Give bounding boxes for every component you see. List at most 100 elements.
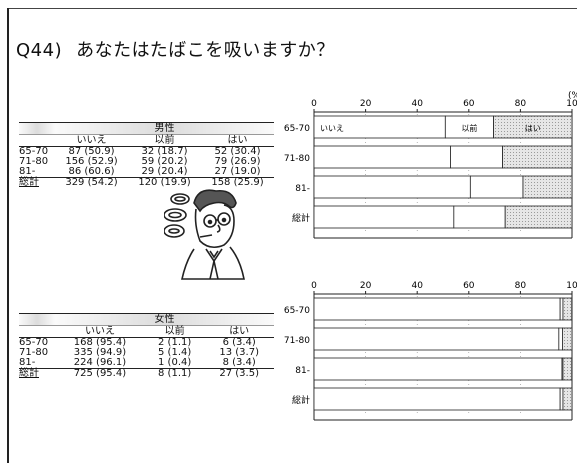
bar-segment (313, 175, 471, 199)
bar-segment (558, 327, 563, 351)
category-label: 81- (295, 184, 310, 194)
table-cell: 52 (30.4) (214, 146, 261, 157)
x-axis-unit: (% (568, 91, 577, 101)
table-cell: 86 (60.6) (68, 166, 115, 177)
female-col-header: 以前 (144, 325, 205, 338)
bar-segment (313, 205, 455, 229)
category-label: 総計 (292, 394, 310, 406)
question-text: あなたはたばこを吸いますか？ (76, 40, 335, 61)
table-cell: 27 (19.0) (214, 166, 261, 177)
male-table: 男性 いいえ 以前 はい 65-70 87 (50.9) 32 (18.7) 5… (19, 122, 274, 188)
table-cell: 329 (54.2) (55, 177, 128, 188)
bar-segment (450, 145, 503, 169)
table-row: 81- 86 (60.6) 29 (20.4) 27 (19.0) (19, 167, 274, 178)
x-tick-label: 40 (411, 99, 423, 109)
category-label: 71-80 (284, 154, 310, 164)
female-col-header: はい (204, 325, 274, 338)
x-tick-label: 10 (566, 281, 577, 291)
table-cell: 335 (94.9) (73, 347, 127, 358)
bar-segment (313, 297, 561, 321)
bar-segment (313, 327, 560, 351)
bar-segment (562, 357, 573, 381)
female-table-header-row: いいえ 以前 はい (19, 325, 274, 338)
question-title: Q44) あなたはたばこを吸いますか？ (16, 36, 335, 62)
category-label: 71-80 (284, 336, 310, 346)
table-row: 65-70 87 (50.9) 32 (18.7) 52 (30.4) (19, 147, 274, 158)
table-cell: 27 (3.5) (204, 368, 274, 379)
table-cell: 8 (1.1) (144, 368, 205, 379)
male-group-label: 男性 (55, 122, 274, 135)
category-label: 65-70 (284, 306, 310, 316)
row-label: 71-80 (19, 156, 49, 167)
table-cell: 5 (1.4) (158, 347, 192, 358)
row-label: 65-70 (19, 146, 49, 157)
female-col-header: いいえ (55, 325, 145, 338)
male-table-group-row: 男性 (19, 122, 274, 135)
female-group-label: 女性 (55, 313, 274, 326)
table-cell: 59 (20.2) (141, 156, 188, 167)
frame-top-border (7, 8, 577, 9)
x-tick-label: 20 (360, 281, 372, 291)
table-cell: 8 (3.4) (222, 357, 256, 368)
male-col-header: はい (201, 134, 274, 147)
row-label: 65-70 (19, 337, 49, 348)
table-row: 71-80 335 (94.9) 5 (1.4) 13 (3.7) (19, 348, 274, 358)
table-row: 81- 224 (96.1) 1 (0.4) 8 (3.4) (19, 358, 274, 369)
bar-segment (562, 297, 573, 321)
table-cell: 158 (25.9) (201, 177, 274, 188)
category-label: 81- (295, 366, 310, 376)
x-tick-label: 60 (463, 99, 475, 109)
bar-segment (502, 145, 573, 169)
male-table-header-row: いいえ 以前 はい (19, 134, 274, 147)
x-tick-label: 20 (360, 99, 372, 109)
question-number: Q44) (16, 40, 63, 61)
segment-label: 以前 (461, 123, 477, 133)
table-row: 71-80 156 (52.9) 59 (20.2) 79 (26.9) (19, 157, 274, 167)
table-cell: 13 (3.7) (219, 347, 259, 358)
bar-segment (493, 115, 573, 139)
bar-segment (313, 387, 561, 411)
x-tick-label: 10 (566, 99, 577, 109)
row-label: 総計 (19, 177, 55, 188)
row-label: 総計 (19, 368, 55, 379)
table-cell: 2 (1.1) (158, 337, 192, 348)
row-label: 81- (19, 357, 36, 368)
bar-segment (562, 327, 573, 351)
x-tick-label: 0 (311, 99, 317, 109)
bar-segment (562, 387, 573, 411)
table-cell: 6 (3.4) (222, 337, 256, 348)
x-tick-label: 80 (515, 99, 527, 109)
frame-left-border (7, 8, 9, 463)
table-cell: 120 (19.9) (128, 177, 201, 188)
table-row-total: 総計 725 (95.4) 8 (1.1) 27 (3.5) (19, 368, 274, 379)
category-label: 65-70 (284, 124, 310, 134)
bar-segment (469, 175, 524, 199)
table-cell: 29 (20.4) (141, 166, 188, 177)
table-cell: 224 (96.1) (73, 357, 127, 368)
bar-segment (313, 357, 563, 381)
table-cell: 1 (0.4) (158, 357, 192, 368)
row-label: 71-80 (19, 347, 49, 358)
table-cell: 156 (52.9) (65, 156, 118, 167)
bar-segment (559, 297, 564, 321)
table-cell: 32 (18.7) (141, 146, 188, 157)
female-table-group-row: 女性 (19, 313, 274, 326)
bar-segment (313, 145, 451, 169)
table-row: 65-70 168 (95.4) 2 (1.1) 6 (3.4) (19, 338, 274, 349)
table-cell: 725 (95.4) (55, 368, 145, 379)
table-cell: 168 (95.4) (73, 337, 127, 348)
row-label: 81- (19, 166, 36, 177)
female-table: 女性 いいえ 以前 はい 65-70 168 (95.4) 2 (1.1) 6 … (19, 313, 274, 379)
x-tick-label: 60 (463, 281, 475, 291)
bar-segment (522, 175, 573, 199)
table-cell: 79 (26.9) (214, 156, 261, 167)
x-tick-label: 40 (411, 281, 423, 291)
bar-segment (559, 387, 564, 411)
smoking-man-illustration (164, 189, 245, 280)
male-col-header: いいえ (55, 134, 128, 147)
table-row-total: 総計 329 (54.2) 120 (19.9) 158 (25.9) (19, 177, 274, 188)
